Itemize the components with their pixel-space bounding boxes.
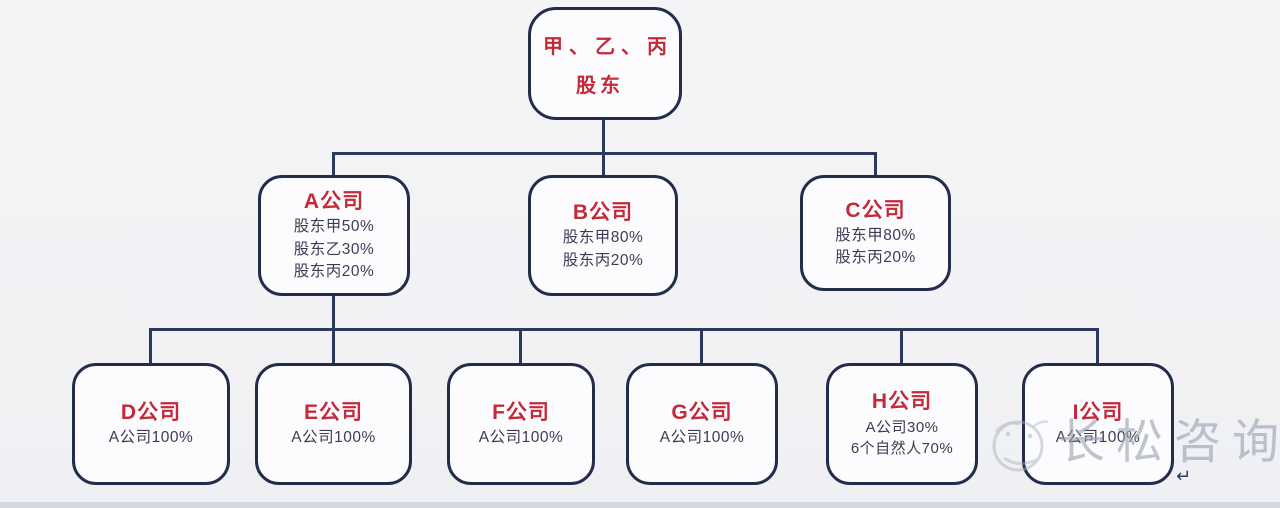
company-a-owner-3: 股东丙20%	[293, 262, 375, 280]
company-c-title: C公司	[845, 198, 906, 222]
connector-drop-i	[1096, 328, 1099, 365]
node-company-a: A公司 股东甲50% 股东乙30% 股东丙20%	[258, 175, 410, 296]
company-d-owner-1: A公司100%	[108, 429, 194, 447]
return-symbol: ↵	[1176, 466, 1192, 486]
connector-root-to-b	[602, 120, 605, 177]
connector-drop-d	[149, 328, 152, 365]
connector-level1-horizontal	[333, 152, 877, 155]
node-company-f: F公司 A公司100%	[447, 363, 595, 485]
connector-drop-h	[900, 328, 903, 365]
node-company-b: B公司 股东甲80% 股东丙20%	[528, 175, 678, 296]
company-a-owner-2: 股东乙30%	[293, 240, 375, 258]
company-c-owner-1: 股东甲80%	[835, 226, 916, 244]
company-b-owner-2: 股东丙20%	[562, 251, 644, 269]
company-e-title: E公司	[303, 400, 363, 424]
connector-level2-horizontal	[149, 328, 1099, 331]
company-h-owner-2: 6个自然人70%	[850, 440, 954, 458]
node-root-shareholders: 甲、乙、丙 股东	[528, 7, 682, 120]
node-company-d: D公司 A公司100%	[72, 363, 230, 485]
node-company-e: E公司 A公司100%	[255, 363, 412, 485]
company-b-title: B公司	[572, 201, 634, 225]
node-company-i: I公司 A公司100%	[1022, 363, 1174, 485]
node-company-c: C公司 股东甲80% 股东丙20%	[800, 175, 951, 291]
company-h-title: H公司	[871, 390, 933, 414]
company-i-title: I公司	[1072, 400, 1124, 424]
company-f-owner-1: A公司100%	[478, 429, 564, 447]
bottom-edge-artifact	[0, 502, 1280, 508]
connector-drop-c	[874, 152, 877, 177]
root-title-line1: 甲、乙、丙	[543, 35, 673, 58]
node-company-g: G公司 A公司100%	[626, 363, 778, 485]
company-e-owner-1: A公司100%	[291, 429, 376, 447]
company-a-owner-1: 股东甲50%	[293, 218, 375, 236]
company-b-owner-1: 股东甲80%	[562, 229, 644, 247]
node-company-h: H公司 A公司30% 6个自然人70%	[826, 363, 978, 485]
company-g-title: G公司	[671, 400, 733, 424]
company-a-title: A公司	[303, 190, 365, 214]
connector-drop-g	[700, 328, 703, 365]
company-h-owner-1: A公司30%	[865, 418, 939, 436]
connector-drop-a	[332, 152, 335, 177]
company-d-title: D公司	[120, 400, 182, 424]
root-title-line2: 股东	[576, 74, 624, 97]
company-c-owner-2: 股东丙20%	[835, 249, 916, 267]
company-g-owner-1: A公司100%	[659, 429, 745, 447]
company-f-title: F公司	[492, 400, 550, 424]
connector-drop-f	[519, 328, 522, 365]
company-i-owner-1: A公司100%	[1055, 429, 1141, 447]
